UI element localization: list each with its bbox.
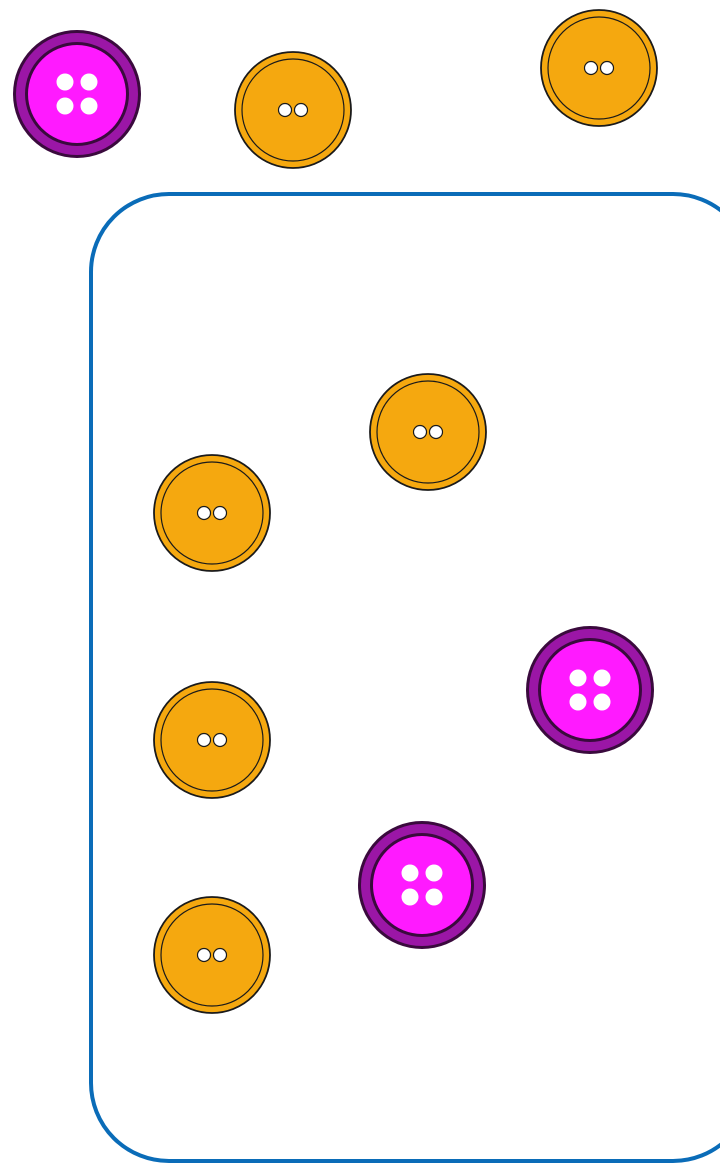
button-hole [414, 426, 427, 439]
button-rim [370, 374, 486, 490]
button-hole [198, 507, 211, 520]
button-face [541, 641, 639, 739]
button-hole [81, 98, 98, 115]
button-hole [402, 889, 419, 906]
button-face [28, 45, 126, 143]
button-hole [594, 670, 611, 687]
button-rim [235, 52, 351, 168]
button-hole [570, 694, 587, 711]
button-hole [295, 104, 308, 117]
button-hole [430, 426, 443, 439]
orange-button [235, 52, 351, 168]
button-rim [154, 455, 270, 571]
button-rim [541, 10, 657, 126]
button-hole [81, 74, 98, 91]
button-hole [57, 74, 74, 91]
button-hole [570, 670, 587, 687]
button-hole [426, 865, 443, 882]
orange-button [154, 897, 270, 1013]
button-hole [198, 949, 211, 962]
pink-button [358, 821, 486, 949]
button-hole [57, 98, 74, 115]
button-hole [585, 62, 598, 75]
button-face [373, 836, 471, 934]
button-hole [594, 694, 611, 711]
button-hole [214, 507, 227, 520]
button-hole [214, 949, 227, 962]
button-hole [279, 104, 292, 117]
button-rim [154, 897, 270, 1013]
orange-button [541, 10, 657, 126]
button-hole [198, 734, 211, 747]
pink-button [13, 30, 141, 158]
orange-button [370, 374, 486, 490]
pink-button [526, 626, 654, 754]
orange-button [154, 455, 270, 571]
button-rim [154, 682, 270, 798]
button-hole [601, 62, 614, 75]
button-hole [214, 734, 227, 747]
orange-button [154, 682, 270, 798]
button-hole [426, 889, 443, 906]
button-hole [402, 865, 419, 882]
